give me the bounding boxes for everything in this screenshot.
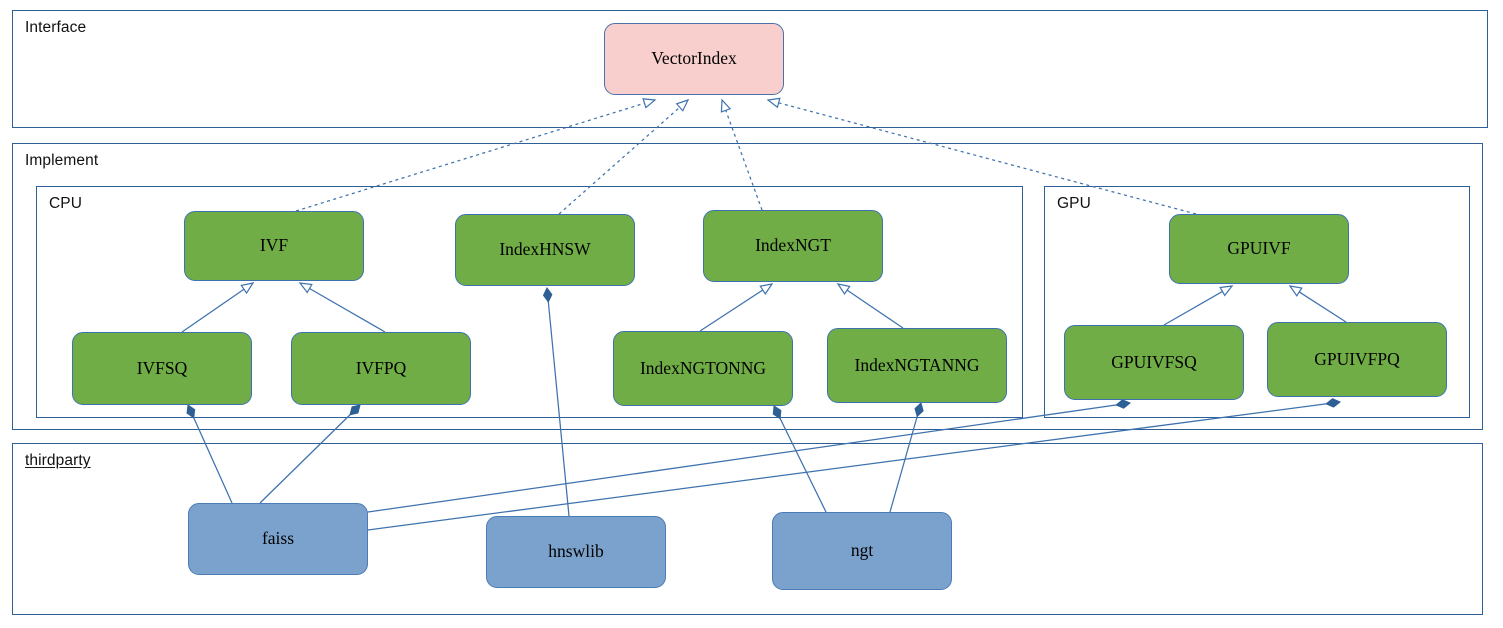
class-node-gpuivfpq[interactable]: GPUIVFPQ xyxy=(1267,322,1447,397)
class-node-label: GPUIVF xyxy=(1227,238,1291,259)
class-node-label: IndexNGTANNG xyxy=(854,354,980,375)
class-node-label: IndexNGT xyxy=(755,235,831,256)
class-node-label: IVF xyxy=(259,235,289,256)
package-label-interface: Interface xyxy=(25,19,87,36)
class-node-label: GPUIVFSQ xyxy=(1111,351,1197,372)
class-node-indexngt[interactable]: IndexNGT xyxy=(703,210,883,282)
class-node-indexngtonng[interactable]: IndexNGTONNG xyxy=(613,331,793,406)
class-node-indexhnsw[interactable]: IndexHNSW xyxy=(455,214,635,286)
class-node-ivfsq[interactable]: IVFSQ xyxy=(72,332,252,405)
class-node-faiss[interactable]: faiss xyxy=(188,503,368,575)
class-node-label: IndexHNSW xyxy=(499,239,591,260)
class-node-label: ngt xyxy=(850,540,874,561)
class-node-label: IVFPQ xyxy=(355,357,407,378)
class-node-gpuivfsq[interactable]: GPUIVFSQ xyxy=(1064,325,1244,400)
package-label-implement: Implement xyxy=(25,152,99,169)
class-node-indexngtanng[interactable]: IndexNGTANNG xyxy=(827,328,1007,403)
package-label-thirdparty: thirdparty xyxy=(25,452,91,469)
package-label-gpu: GPU xyxy=(1057,195,1091,212)
class-node-hnswlib[interactable]: hnswlib xyxy=(486,516,666,588)
class-node-label: IndexNGTONNG xyxy=(639,357,767,378)
class-node-label: VectorIndex xyxy=(651,48,737,69)
class-node-label: hnswlib xyxy=(548,541,604,562)
class-node-ivf[interactable]: IVF xyxy=(184,211,364,281)
class-node-label: IVFSQ xyxy=(136,357,188,378)
class-node-ngt[interactable]: ngt xyxy=(772,512,952,590)
class-node-vectorindex[interactable]: VectorIndex xyxy=(604,23,784,95)
class-node-gpuivf[interactable]: GPUIVF xyxy=(1169,214,1349,284)
class-node-ivfpq[interactable]: IVFPQ xyxy=(291,332,471,405)
class-node-label: GPUIVFPQ xyxy=(1314,348,1400,369)
package-label-cpu: CPU xyxy=(49,195,83,212)
class-node-label: faiss xyxy=(261,528,295,549)
